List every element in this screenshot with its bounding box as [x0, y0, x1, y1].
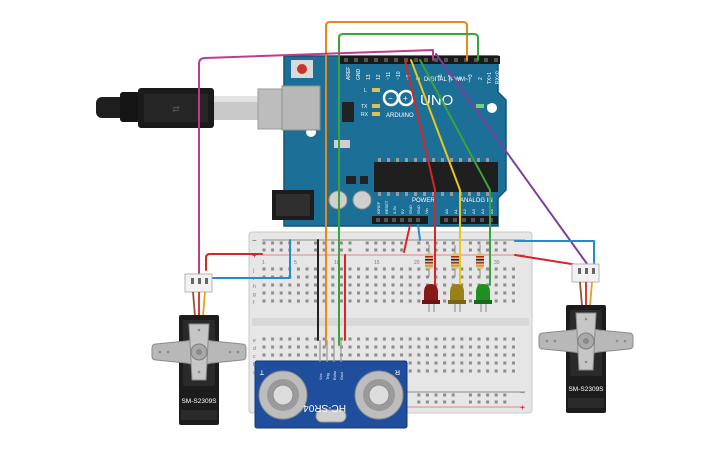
- wire-yellow: [410, 59, 461, 286]
- wire-blue-left-servo: [209, 239, 291, 279]
- pin-label-2: 2: [478, 77, 484, 80]
- row-letter-f: f: [253, 300, 255, 306]
- servo-left: SM-S2309S: [151, 273, 247, 425]
- led-tx-label: TX: [361, 104, 368, 110]
- pin-label-a4: A4: [480, 208, 485, 214]
- svg-text:+: +: [403, 94, 408, 103]
- wire-blue-right-servo: [514, 240, 595, 265]
- pin-label-5: ~5: [448, 74, 454, 80]
- led-on-label: ON: [487, 104, 495, 110]
- wire-blue-rail: [417, 224, 421, 241]
- wire-orange: [325, 21, 468, 346]
- sensor-pin-vcc: Vcc: [318, 373, 323, 380]
- svg-text:+: +: [252, 251, 257, 260]
- pin-label-reset: RESET: [384, 200, 389, 214]
- servo-right: SM-S2309S: [538, 263, 634, 413]
- resistor: [451, 245, 459, 277]
- svg-text:+: +: [520, 403, 525, 412]
- pin-label-a2: A2: [462, 208, 467, 214]
- pin-label-gnd2: GND: [416, 205, 421, 214]
- pin-label-vin: Vin: [424, 208, 429, 214]
- pin-label-aref: AREF: [346, 67, 352, 80]
- sensor-model: HC-SR04: [303, 402, 346, 413]
- arduino-board: AREF GND 13 12 ~11 ~10 ~9 8 7 ~6 ~5 4 ~3…: [272, 55, 510, 227]
- sensor-t-label: T: [259, 368, 264, 375]
- led-green: [474, 284, 492, 312]
- wire-red-5v: [404, 59, 436, 286]
- board-brand: ARDUINO: [386, 113, 414, 119]
- led-yellow: [448, 284, 466, 312]
- resistor: [425, 245, 433, 277]
- row-letter-h: h: [253, 284, 256, 290]
- pin-label-rx0: RX<0: [495, 71, 501, 84]
- col-number-20: 20: [414, 260, 420, 266]
- wire-red-left-servo: [205, 253, 263, 271]
- pin-label-a5: A5: [489, 208, 494, 214]
- col-number-5: 5: [294, 260, 297, 266]
- pin-label-a0: A0: [444, 208, 449, 214]
- pin-label-12: 12: [376, 74, 382, 80]
- svg-text:−: −: [388, 94, 393, 103]
- sensor-pin-echo: Echo: [332, 370, 337, 380]
- analog-header: [440, 216, 498, 224]
- col-number-30: 30: [494, 260, 500, 266]
- led-red: [422, 284, 440, 312]
- sensor-r-label: R: [395, 368, 400, 375]
- pin-label-gnd: GND: [356, 69, 362, 81]
- receiver-icon: [354, 370, 404, 420]
- pin-label-6: ~6: [438, 74, 444, 80]
- microcontroller-chip: [374, 162, 498, 192]
- col-number-1: 1: [262, 260, 265, 266]
- transmitter-icon: [258, 370, 308, 420]
- pin-label-3v3: 3.3V: [392, 205, 397, 214]
- wire-green-led: [419, 59, 491, 286]
- pin-label-10: ~10: [396, 71, 402, 80]
- row-letter-c: c: [253, 354, 256, 360]
- sensor-pin-gnd: Gnd: [339, 372, 344, 380]
- servo-right-label: SM-S2309S: [568, 386, 604, 393]
- wire-green-trig: [338, 33, 479, 346]
- pin-label-5v: 5V: [400, 209, 405, 214]
- pin-label-a1: A1: [453, 208, 458, 214]
- svg-text:−: −: [252, 236, 257, 245]
- pin-label-tx1: TX>1: [487, 72, 493, 84]
- resistors: [425, 245, 484, 277]
- svg-text:⇄: ⇄: [172, 104, 180, 114]
- svg-text:−: −: [520, 388, 525, 397]
- digital-header-label: DIGITAL (PWM~): [424, 77, 471, 83]
- wire-purple: [435, 53, 591, 269]
- row-letter-g: g: [253, 292, 256, 298]
- wire-red-rail: [403, 224, 411, 253]
- pin-label-4: 4: [458, 77, 464, 80]
- wire-magenta: [198, 49, 434, 281]
- pin-label-ioref: IOREF: [376, 201, 381, 214]
- power-header-label: POWER: [412, 198, 435, 204]
- row-letter-e: e: [253, 338, 256, 344]
- led-rx-label: RX: [361, 112, 369, 118]
- led-l-label: L: [364, 88, 367, 94]
- analog-header-label: ANALOG IN: [460, 198, 493, 204]
- leds: [422, 284, 492, 312]
- pin-label-gnd1: GND: [408, 205, 413, 214]
- ultrasonic-sensor: Vcc Trig Echo Gnd T R HC-SR04: [254, 340, 408, 429]
- row-letter-j: j: [252, 268, 254, 274]
- capacitor: [352, 190, 372, 210]
- col-number-10: 10: [334, 260, 340, 266]
- pin-label-13: 13: [366, 74, 372, 80]
- usb-cable: ⇄: [96, 88, 289, 130]
- pin-label-3: ~3: [468, 74, 474, 80]
- resistor: [476, 245, 484, 277]
- row-letter-d: d: [253, 346, 256, 352]
- pin-label-11: ~11: [386, 72, 392, 80]
- servo-left-label: SM-S2309S: [181, 398, 217, 405]
- pin-label-a3: A3: [471, 208, 476, 214]
- sensor-pin-trig: Trig: [325, 373, 330, 380]
- col-number-15: 15: [374, 260, 380, 266]
